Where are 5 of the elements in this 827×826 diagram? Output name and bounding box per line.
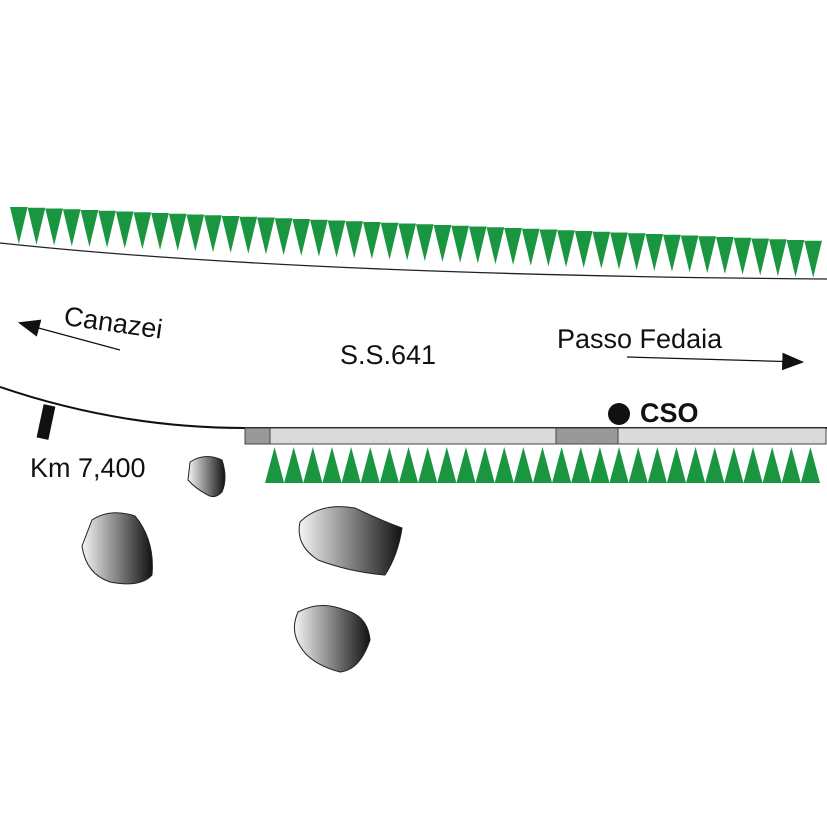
kilometre-label: Km 7,400 bbox=[30, 455, 146, 482]
place-name: Passo Fedaia bbox=[557, 326, 722, 353]
road-name: S.S.641 bbox=[340, 342, 436, 369]
place-name: Canazei bbox=[62, 303, 164, 344]
station-label: CSO bbox=[640, 400, 699, 427]
